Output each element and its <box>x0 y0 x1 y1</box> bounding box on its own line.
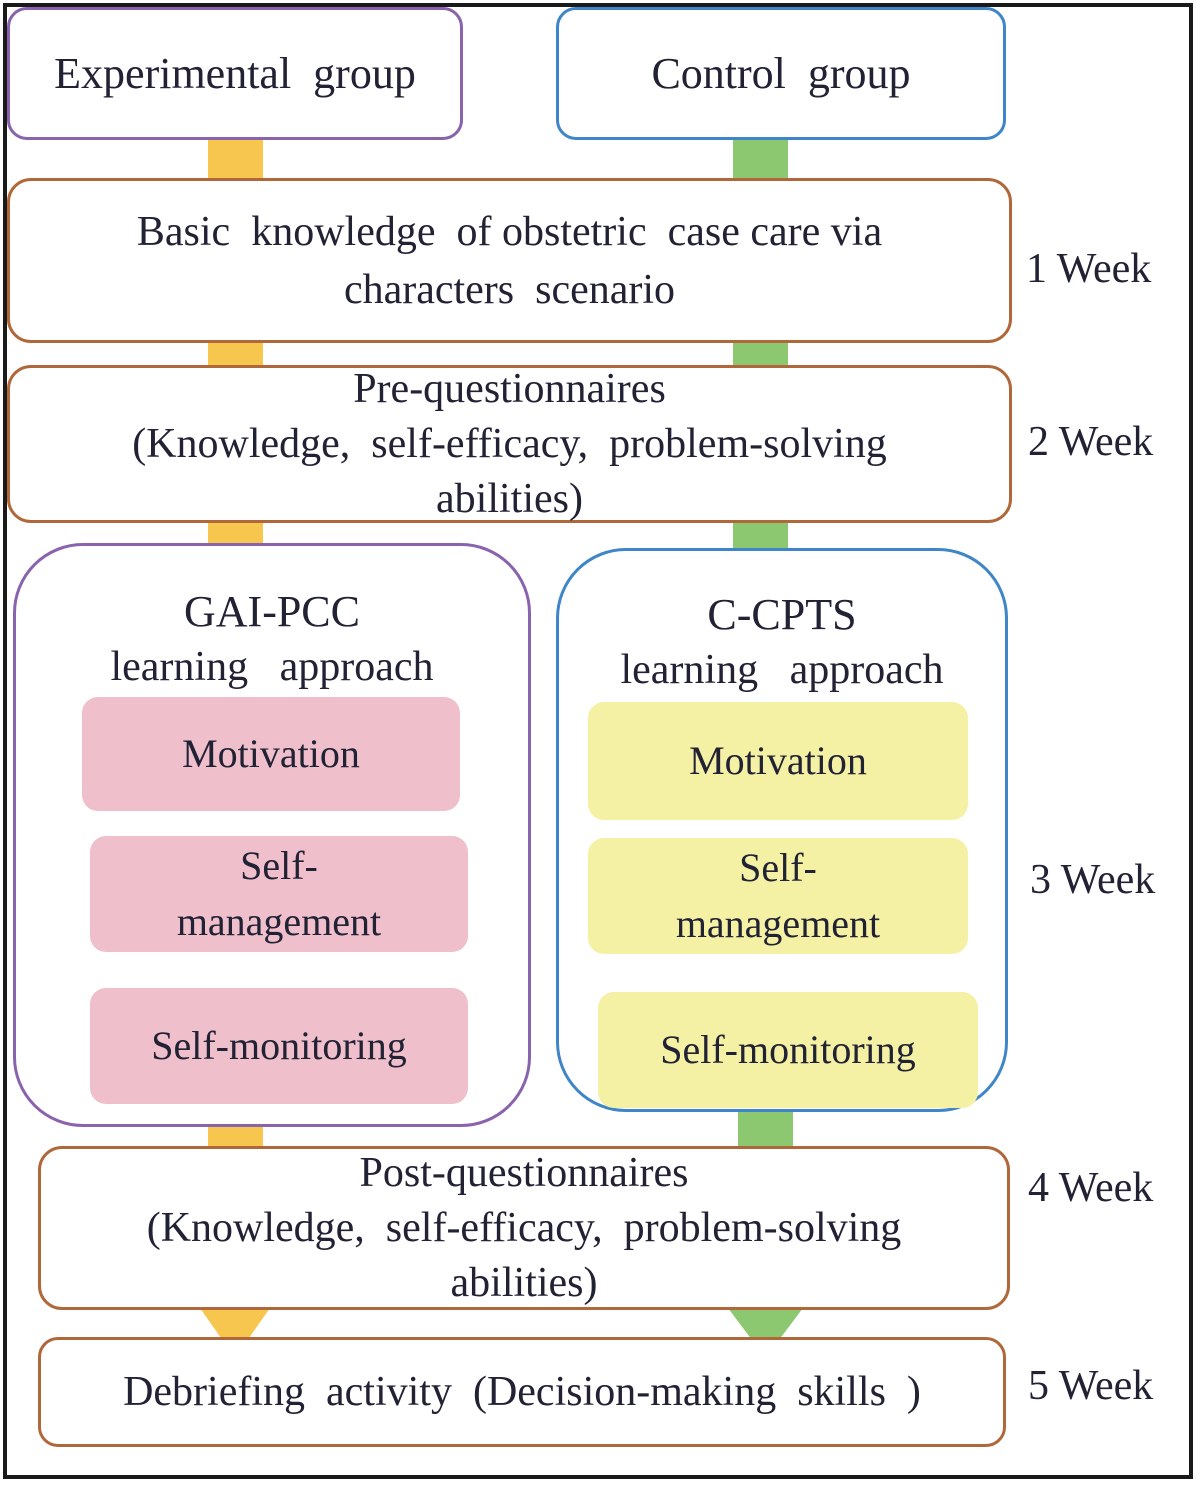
experimental-connector <box>208 342 263 366</box>
c-cpts-subtitle: learning approach <box>620 647 944 693</box>
week-label-1: 1 Week <box>1026 246 1152 292</box>
post-questionnaires-measures: (Knowledge, self-efficacy, problem-solvi… <box>146 1204 902 1251</box>
week-label-5: 5 Week <box>1028 1363 1154 1409</box>
gai-pcc-motivation-label: Motivation <box>182 731 360 776</box>
week-label-2: 2 Week <box>1028 419 1154 465</box>
debriefing-box: Debriefing activity (Decision-making ski… <box>38 1337 1006 1447</box>
gai-pcc-motivation-step: Motivation <box>82 697 460 811</box>
c-cpts-self-management-label-2: management <box>675 901 881 946</box>
basic-knowledge-line2: characters scenario <box>343 266 676 313</box>
week-label-4: 4 Week <box>1028 1165 1154 1211</box>
c-cpts-motivation-label: Motivation <box>689 738 867 783</box>
gai-pcc-self-monitoring-step: Self-monitoring <box>90 988 468 1104</box>
pre-questionnaires-measures-cont: abilities) <box>436 475 583 522</box>
gai-pcc-title: GAI-PCC <box>183 587 361 636</box>
week-label-3: 3 Week <box>1030 857 1156 903</box>
experimental-connector <box>208 522 263 546</box>
c-cpts-title: C-CPTS <box>707 590 857 639</box>
gai-pcc-self-management-label-2: management <box>176 899 382 944</box>
experimental-group-box: Experimental group <box>7 7 463 140</box>
c-cpts-motivation-step: Motivation <box>588 702 968 820</box>
figure-frame <box>3 3 1193 1479</box>
control-connector <box>738 1110 793 1148</box>
control-connector <box>733 342 788 366</box>
gai-pcc-subtitle: learning approach <box>110 644 434 690</box>
post-questionnaires-box: Post-questionnaires (Knowledge, self-eff… <box>38 1146 1010 1310</box>
c-cpts-self-management-label-1: Self- <box>739 845 817 890</box>
debriefing-label: Debriefing activity (Decision-making ski… <box>123 1369 921 1415</box>
post-questionnaires-measures-cont: abilities) <box>450 1259 598 1306</box>
basic-knowledge-box: Basic knowledge of obstetric case care v… <box>7 178 1012 343</box>
pre-questionnaires-box: Pre-questionnaires (Knowledge, self-effi… <box>7 365 1012 523</box>
control-connector <box>733 140 788 180</box>
c-cpts-self-monitoring-step: Self-monitoring <box>598 992 978 1108</box>
c-cpts-self-management-step: Self- management <box>588 838 968 954</box>
control-group-label: Control group <box>651 49 911 98</box>
control-group-box: Control group <box>556 7 1006 140</box>
experimental-connector <box>208 1126 263 1148</box>
gai-pcc-self-management-label-1: Self- <box>240 843 318 888</box>
control-connector <box>733 522 788 550</box>
pre-questionnaires-measures: (Knowledge, self-efficacy, problem-solvi… <box>132 420 887 467</box>
gai-pcc-self-monitoring-label: Self-monitoring <box>151 1023 407 1068</box>
gai-pcc-self-management-step: Self- management <box>90 836 468 952</box>
experimental-group-label: Experimental group <box>54 49 416 98</box>
post-questionnaires-title: Post-questionnaires <box>359 1149 689 1196</box>
c-cpts-self-monitoring-label: Self-monitoring <box>660 1027 916 1072</box>
pre-questionnaires-title: Pre-questionnaires <box>353 365 666 412</box>
experimental-connector <box>208 140 263 180</box>
basic-knowledge-line1: Basic knowledge of obstetric case care v… <box>136 208 883 255</box>
